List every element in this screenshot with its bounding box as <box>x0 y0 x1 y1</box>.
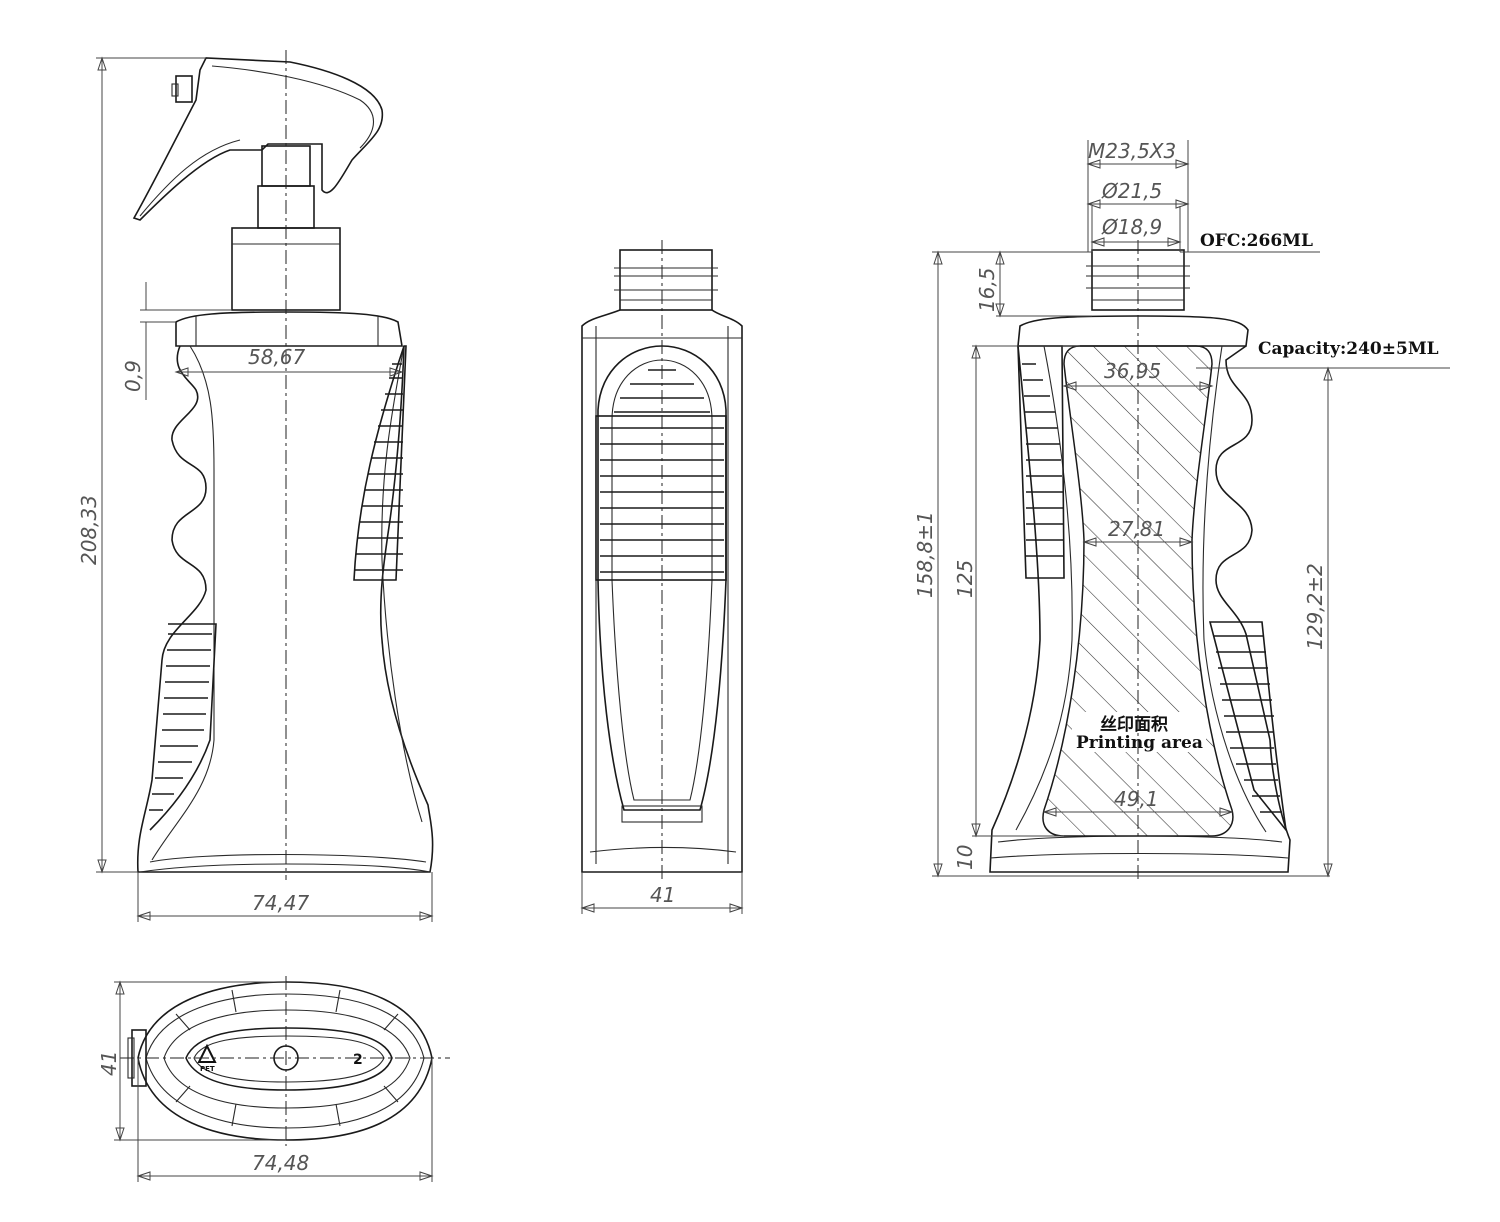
side-neck-finish <box>619 249 713 311</box>
dim-side-width: 41 <box>650 883 675 907</box>
dim-print-base: 10 <box>953 845 977 870</box>
bottle-outline <box>989 345 1291 873</box>
dim-step: 0,9 <box>121 360 145 392</box>
dim-shoulder-height: 129,2±2 <box>1303 563 1327 650</box>
dim-total-height-spray: 208,33 <box>77 495 101 565</box>
recycle-icon: PET <box>197 1043 217 1073</box>
dim-body-width: 74,47 <box>252 891 310 915</box>
dim-total-height: 158,8±1 <box>913 511 937 598</box>
bottle-side-view: 41 <box>580 240 744 914</box>
capacity-label: Capacity:240±5ML <box>1258 339 1439 359</box>
dim-neck-outer: Ø21,5 <box>1101 179 1162 203</box>
dim-base-depth: 41 <box>97 1051 121 1076</box>
bottle-body <box>136 345 434 873</box>
dim-print-bottom-width: 49,1 <box>1114 787 1159 811</box>
print-area-chinese-label: 丝印面积 <box>1100 714 1168 735</box>
dim-shoulder-width: 58,67 <box>248 345 306 369</box>
dim-base-width: 74,48 <box>252 1151 309 1175</box>
bottle-base-view: PET 2 41 74,48 <box>97 976 450 1182</box>
bottle-front-view: 丝印面积 Printing area M23,5X3 Ø21,5 Ø18,9 O… <box>913 139 1450 880</box>
front-left-ribs <box>1022 363 1064 557</box>
dim-print-mid-width: 27,81 <box>1108 517 1165 541</box>
left-grip-ribs <box>149 623 217 831</box>
right-grip-ribs <box>355 363 403 571</box>
dim-neck-height: 16,5 <box>975 267 999 312</box>
dim-neck-inner: Ø18,9 <box>1101 215 1162 239</box>
spray-bottle-front-view: 208,33 0,9 58,67 74,47 <box>77 50 434 922</box>
front-right-ribs <box>1214 635 1282 813</box>
cavity-number: 2 <box>353 1052 363 1068</box>
dim-print-height: 125 <box>953 560 977 598</box>
dim-print-top-width: 36,95 <box>1104 359 1161 383</box>
trigger-sprayer <box>132 57 384 221</box>
dim-thread: M23,5X3 <box>1088 139 1176 163</box>
print-area-english-label: Printing area <box>1076 733 1203 753</box>
svg-text:PET: PET <box>200 1065 215 1073</box>
ofc-label: OFC:266ML <box>1200 231 1313 251</box>
